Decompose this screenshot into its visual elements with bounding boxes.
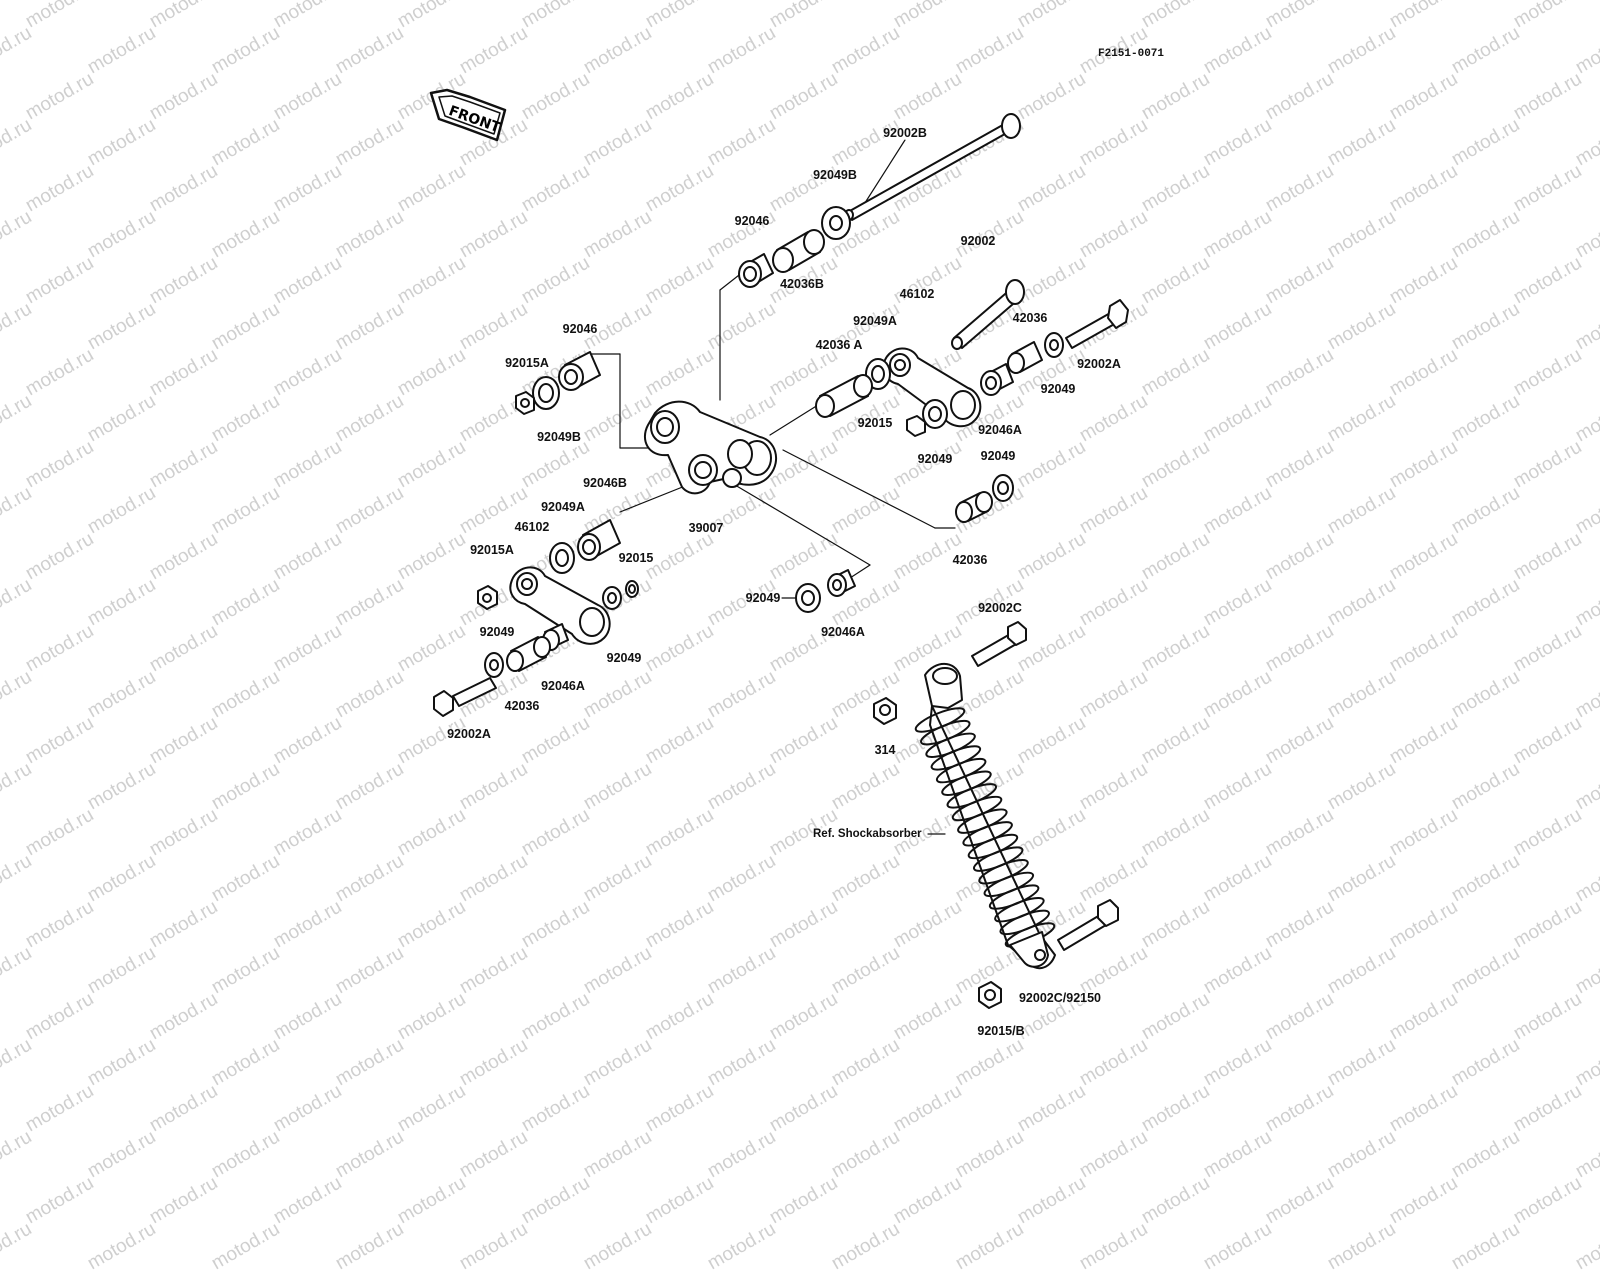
nut-92015A-left: [477, 585, 498, 610]
collar-42036-left: [506, 636, 551, 672]
watermark-text: motod.ru: [828, 1218, 904, 1275]
label-92002A-right: 92002A: [1076, 357, 1122, 371]
bolt-92002A-right: [1065, 299, 1129, 349]
watermark-text: motod.ru: [580, 1218, 656, 1275]
label-92049-mid: 92049: [916, 452, 954, 466]
collar-42036B: [772, 229, 825, 273]
label-92049-right: 92049: [1039, 382, 1077, 396]
label-92046B: 92046B: [582, 476, 628, 490]
collar-42036-mid: [955, 491, 993, 523]
bearing-92046-top: [738, 253, 774, 288]
label-46102-right: 46102: [898, 287, 936, 301]
label-92049-low1: 92049: [478, 625, 516, 639]
label-92046A-left: 92046A: [540, 679, 586, 693]
label-314: 314: [873, 743, 897, 757]
bolt-92002C: [971, 621, 1027, 667]
washer-92049B-top: [821, 206, 851, 240]
label-92049A-right: 92049A: [852, 314, 898, 328]
watermark-text: motod.ru: [1448, 1218, 1524, 1275]
watermark-text: motod.ru: [1324, 1218, 1400, 1275]
washer-92049-low2: [484, 652, 504, 678]
label-92049B-top: 92049B: [812, 168, 858, 182]
watermark-text: motod.ru: [1200, 1218, 1276, 1275]
diagram-code: F2151-0071: [1098, 48, 1165, 60]
label-46102-left: 46102: [513, 520, 551, 534]
bearing-92046A-bottom: [827, 569, 856, 597]
label-92049-bottom: 92049: [744, 591, 782, 605]
nut-92015-mid: [906, 415, 926, 437]
bolt-92002A-left: [433, 677, 497, 717]
collar-42036-right: [1007, 341, 1043, 374]
label-92002B: 92002B: [882, 126, 928, 140]
label-42036A: 42036 A: [814, 338, 864, 352]
nut-314: [873, 697, 897, 725]
link-39007: [643, 400, 778, 495]
washer-92049B-left: [532, 376, 560, 410]
nut-92015A-top: [515, 391, 535, 415]
ref-shockabsorber-label: Ref. Shockabsorber: [812, 827, 923, 841]
washer-92049-bottom: [795, 583, 821, 613]
watermark-text: motod.ru: [84, 1218, 160, 1275]
label-92002: 92002: [959, 234, 997, 248]
watermark-text: motod.ru: [332, 1218, 408, 1275]
label-92015-mid: 92015: [856, 416, 894, 430]
watermark-text: motod.ru: [456, 1218, 532, 1275]
label-42036-mid: 42036: [951, 553, 989, 567]
rod-46102-left: [509, 566, 611, 645]
label-92015-left: 92015: [617, 551, 655, 565]
label-42036-left: 42036: [503, 699, 541, 713]
washer-92049A-left: [549, 542, 575, 574]
bearing-92046A-right: [980, 363, 1014, 396]
label-92049-low2: 92049: [605, 651, 643, 665]
bearing-92046-left: [558, 351, 601, 391]
rod-46102-right: [882, 347, 982, 428]
label-39007: 39007: [687, 521, 725, 535]
label-92002C: 92002C: [977, 601, 1023, 615]
nut-92015-left: [625, 580, 639, 598]
label-92015A-top: 92015A: [504, 356, 550, 370]
label-92049A-left: 92049A: [540, 500, 586, 514]
label-92015B: 92015/B: [976, 1024, 1026, 1038]
washer-92049-right: [1044, 332, 1064, 358]
label-92046A-right: 92046A: [977, 423, 1023, 437]
label-92049-right2: 92049: [979, 449, 1017, 463]
label-92015A-left: 92015A: [469, 543, 515, 557]
parts-diagram: [429, 88, 1129, 1009]
label-92046-left: 92046: [561, 322, 599, 336]
watermark-text: motod.ru: [952, 1218, 1028, 1275]
label-92046A-bottom: 92046A: [820, 625, 866, 639]
front-arrow-icon: [429, 88, 507, 142]
washer-92049-low1: [602, 586, 622, 610]
watermark-text: motod.ru: [208, 1218, 284, 1275]
shock-absorber: [914, 662, 1056, 970]
collar-42036A: [815, 374, 873, 418]
watermark-text: motod.ru: [1572, 1218, 1600, 1275]
bolt-92002C-92150: [1057, 899, 1119, 951]
watermark-text: motod.ru: [704, 1218, 780, 1275]
watermark-text: motod.ru: [1076, 1218, 1152, 1275]
label-42036B: 42036B: [779, 277, 825, 291]
bearing-92046B: [577, 519, 621, 561]
washer-92049-right2: [992, 474, 1014, 502]
label-42036-right: 42036: [1011, 311, 1049, 325]
nut-92015B: [978, 981, 1002, 1009]
bolt-92002: [951, 279, 1025, 350]
watermark-text: motod.ru: [0, 1218, 36, 1275]
label-92046-top: 92046: [733, 214, 771, 228]
bolt-92002B: [844, 113, 1021, 221]
washer-92049-mid: [922, 399, 948, 429]
label-92049B-left: 92049B: [536, 430, 582, 444]
label-92002A-left: 92002A: [446, 727, 492, 741]
label-92002C-92150: 92002C/92150: [1017, 991, 1103, 1005]
